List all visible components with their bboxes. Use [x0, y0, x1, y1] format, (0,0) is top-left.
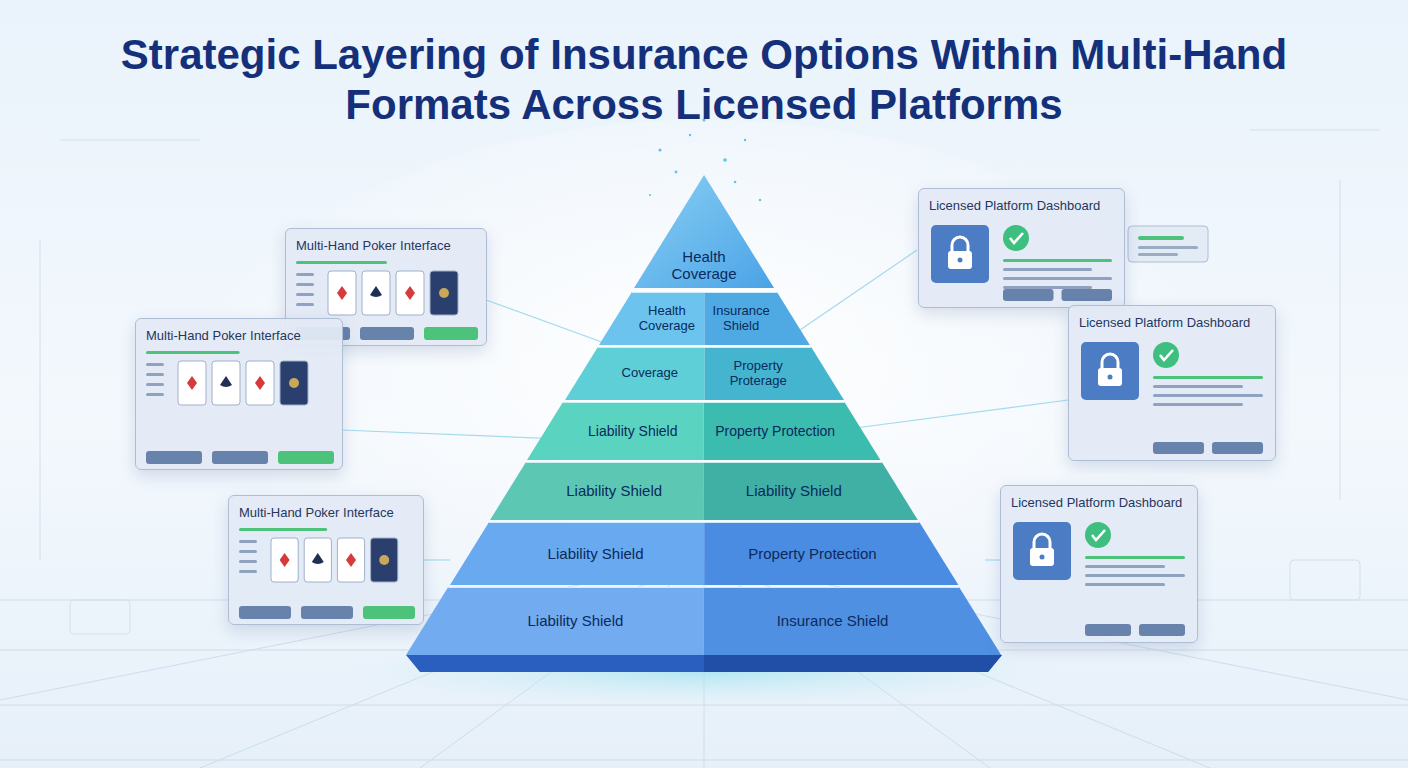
layer-label: Liability Shield	[493, 545, 698, 562]
layer-label: Liability Shield	[453, 612, 698, 629]
layer-shape	[565, 347, 844, 400]
layer-label: Property Protection	[710, 545, 915, 562]
layer-label: Liability Shield	[710, 482, 878, 499]
pyramid-layer: Liability Shield Property Protection	[527, 402, 880, 460]
layer-shape	[490, 462, 918, 520]
pyramid-layer: Liability Shield Property Protection	[450, 522, 958, 585]
panel-heading: Multi-Hand Poker Interface	[136, 319, 342, 344]
diagram-title: Strategic Layering of Insurance Options …	[64, 30, 1344, 130]
layer-label: Liability Shield	[530, 482, 698, 499]
pyramid-layer: Health Coverage Insurance Shield	[599, 292, 810, 345]
pyramid-apex: Health Coverage	[634, 175, 774, 288]
panel-heading: Licensed Platform Dashboard	[1069, 306, 1275, 331]
layer-label: Property Protection	[710, 423, 840, 439]
pyramid-layer: Liability Shield Insurance Shield	[406, 587, 1001, 655]
layer-shape	[450, 522, 958, 585]
layer-label: Insurance Shield	[710, 304, 772, 334]
layer-label: Insurance Shield	[710, 612, 955, 629]
panel-heading: Licensed Platform Dashboard	[1001, 486, 1197, 511]
layer-label: Health Coverage	[656, 248, 752, 283]
poker-interface-panel: Multi-Hand Poker Interface	[135, 318, 343, 470]
layer-label: Property Proterage	[710, 359, 806, 389]
layer-shape	[599, 292, 810, 345]
panel-heading: Multi-Hand Poker Interface	[286, 229, 486, 254]
panel-heading: Licensed Platform Dashboard	[919, 189, 1124, 214]
pyramid-layer: Coverage Property Proterage	[565, 347, 844, 400]
poker-interface-panel: Multi-Hand Poker Interface	[228, 495, 424, 625]
layer-shape	[406, 587, 1001, 655]
layer-label: Health Coverage	[636, 304, 698, 334]
dashboard-panel: Licensed Platform Dashboard	[1068, 305, 1276, 461]
panel-heading: Multi-Hand Poker Interface	[229, 496, 423, 521]
layer-label: Liability Shield	[568, 423, 698, 439]
dashboard-panel: Licensed Platform Dashboard	[918, 188, 1125, 308]
dashboard-panel: Licensed Platform Dashboard	[1000, 485, 1198, 643]
layer-label: Coverage	[602, 366, 698, 381]
pyramid-layer: Liability Shield Liability Shield	[490, 462, 918, 520]
